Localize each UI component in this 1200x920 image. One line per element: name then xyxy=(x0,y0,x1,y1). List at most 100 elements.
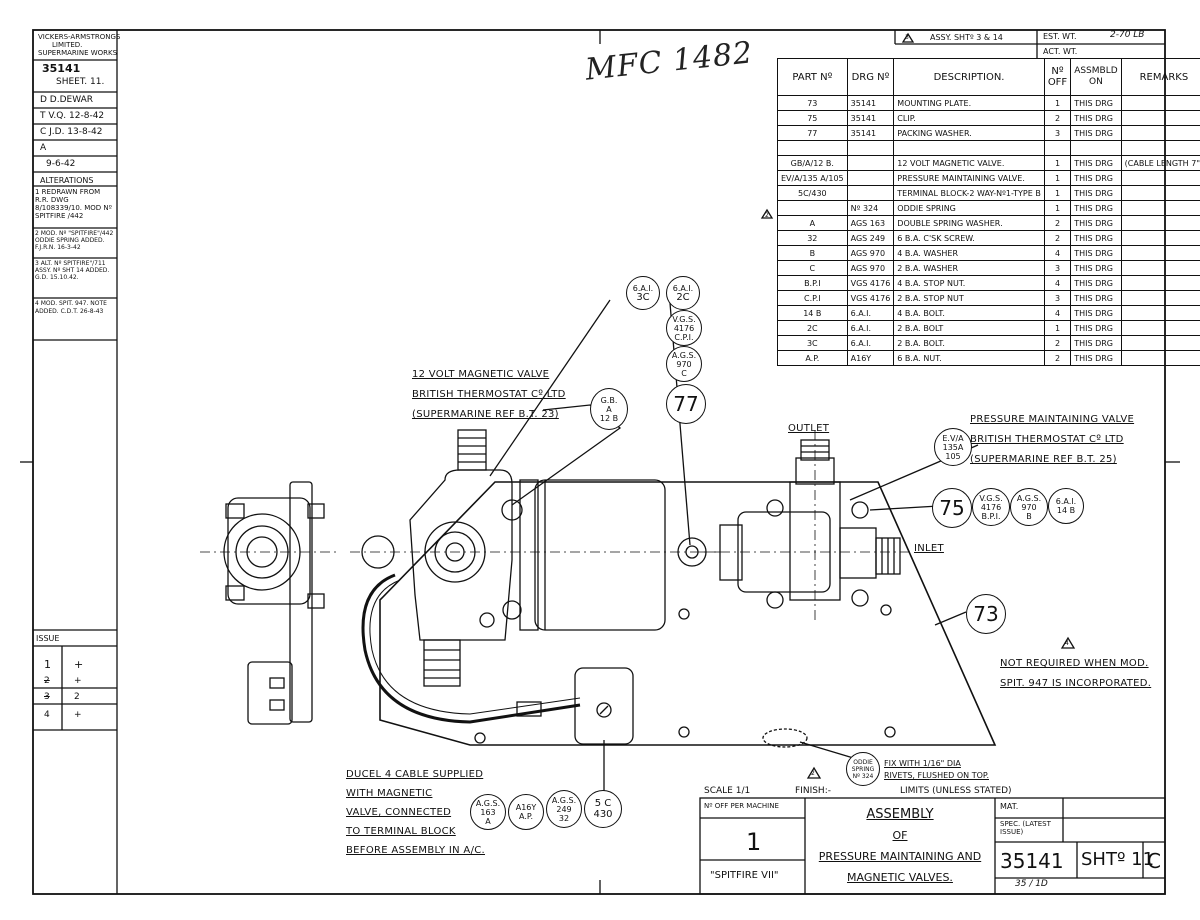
table-cell xyxy=(1120,110,1200,126)
alteration-2: 2 MOD. Nº "SPITFIRE"/442 ODDIE SPRING AD… xyxy=(35,230,114,251)
issue-cell: 3 xyxy=(44,692,50,702)
bubble-line: 5 C xyxy=(594,798,612,809)
bubble-line: 163 xyxy=(480,807,496,817)
table-cell: 5C/430 xyxy=(777,185,848,201)
table-cell: 77 xyxy=(777,125,848,141)
table-cell: THIS DRG xyxy=(1070,320,1122,336)
table-cell xyxy=(1120,230,1200,246)
table-cell: VGS 4176 xyxy=(846,275,895,291)
table-cell: PACKING WASHER. xyxy=(893,125,1045,141)
note-line: FIX WITH 1/16" DIA xyxy=(884,759,961,768)
bubble-line: 970 xyxy=(1021,502,1037,512)
table-cell: 2 xyxy=(1043,350,1072,366)
table-cell xyxy=(1120,350,1200,366)
bubble-line: C.P.I. xyxy=(674,332,694,342)
bubble-6ai-2c: 6.A.I.2C xyxy=(666,276,700,310)
title-line: PRESSURE MAINTAINING AND xyxy=(818,850,982,863)
col-header: PART Nº xyxy=(777,58,848,96)
table-cell: THIS DRG xyxy=(1070,350,1122,366)
table-cell: Nº 324 xyxy=(846,200,895,216)
col-header: ASSMBLD ON xyxy=(1070,58,1122,96)
magnetic-valve-body xyxy=(534,479,666,631)
issue-cell: 2 xyxy=(74,692,80,702)
mat-label: MAT. xyxy=(1000,802,1019,811)
table-cell: 3 xyxy=(1043,290,1072,306)
table-cell xyxy=(1120,245,1200,261)
table-cell: THIS DRG xyxy=(1070,170,1122,186)
table-cell: 1 xyxy=(1043,185,1072,201)
table-cell: THIS DRG xyxy=(1070,110,1122,126)
title-line: MAGNETIC VALVES. xyxy=(847,871,953,884)
table-cell: 73 xyxy=(777,95,848,111)
col-header: REMARKS xyxy=(1120,58,1200,96)
bubble-line: A.G.S. xyxy=(551,795,577,805)
bubble-line: 2C xyxy=(676,292,690,303)
title-sheet: SHTº 11 xyxy=(1081,849,1155,870)
table-cell: 2 B.A. STOP NUT xyxy=(893,290,1045,306)
company-line: SUPERMARINE WORKS xyxy=(38,49,118,57)
table-cell xyxy=(777,200,848,216)
table-cell: 2 xyxy=(1043,215,1072,231)
table-cell: 2 B.A. BOLT. xyxy=(893,335,1045,351)
table-cell xyxy=(1120,275,1200,291)
table-cell: 1 xyxy=(1043,95,1072,111)
parts-list-table: PART Nº DRG Nº DESCRIPTION. Nº OFF ASSMB… xyxy=(777,58,1200,366)
table-cell: 4 xyxy=(1043,245,1072,261)
magnetic-valve-callout: 12 VOLT MAGNETIC VALVE BRITISH THERMOSTA… xyxy=(412,365,566,425)
alteration-4: 4 MOD. SPIT. 947. NOTE ADDED. C.D.T. 26-… xyxy=(35,300,107,315)
table-header-row: PART Nº DRG Nº DESCRIPTION. Nº OFF ASSMB… xyxy=(777,58,1200,96)
table-cell: 2C xyxy=(777,320,848,336)
callout-line: BRITISH THERMOSTAT Cº LTD xyxy=(412,389,566,400)
bubble-line: Nº 324 xyxy=(852,772,874,780)
oddie-mark: 2 xyxy=(765,212,769,219)
bubble-line: 249 xyxy=(556,804,572,814)
table-cell: 35141 xyxy=(846,110,895,126)
cable-note: DUCEL 4 CABLE SUPPLIED WITH MAGNETIC VAL… xyxy=(346,765,485,860)
table-cell: THIS DRG xyxy=(1070,335,1122,351)
table-cell xyxy=(893,140,1045,156)
off-per-machine-value: 1 xyxy=(746,828,762,856)
table-cell xyxy=(1120,260,1200,276)
table-cell: AGS 163 xyxy=(846,215,895,231)
note-line: VALVE, CONNECTED xyxy=(346,807,452,818)
est-wt-value: 2-70 LB xyxy=(1110,30,1145,40)
company-line: VICKERS-ARMSTRONGS xyxy=(38,33,121,41)
table-cell: 14 B xyxy=(777,305,848,321)
table-cell: AGS 249 xyxy=(846,230,895,246)
oddie-note-mark: 2 xyxy=(811,770,815,777)
mounting-plate-outline xyxy=(379,481,997,746)
bubble-line: 12 B xyxy=(599,413,619,423)
table-cell: THIS DRG xyxy=(1070,215,1122,231)
issue-cell: + xyxy=(74,658,84,671)
bubble-line: 6.A.I. xyxy=(1055,497,1077,506)
sidebar-drawing-no: 35141 xyxy=(42,62,81,75)
bubble-77: 77 xyxy=(666,384,706,424)
table-cell: THIS DRG xyxy=(1070,275,1122,291)
mod-note: NOT REQUIRED WHEN MOD. SPIT. 947 IS INCO… xyxy=(1000,654,1151,694)
table-row xyxy=(777,140,1200,156)
alteration-1: 1 REDRAWN FROM R.R. DWG 8/108339/10. MOD… xyxy=(35,188,112,220)
bubble-line: 6.A.I. xyxy=(672,284,694,293)
table-cell: 6 B.A. C'SK SCREW. xyxy=(893,230,1045,246)
table-cell: THIS DRG xyxy=(1070,200,1122,216)
table-cell: THIS DRG xyxy=(1070,290,1122,306)
note-line: WITH MAGNETIC xyxy=(346,788,433,799)
table-cell: 12 VOLT MAGNETIC VALVE. xyxy=(893,155,1045,171)
issue-cell: 4 xyxy=(44,710,50,720)
table-cell xyxy=(1120,305,1200,321)
aircraft-type: "SPITFIRE VII" xyxy=(710,870,779,881)
issue-cell: 2 xyxy=(44,676,50,686)
